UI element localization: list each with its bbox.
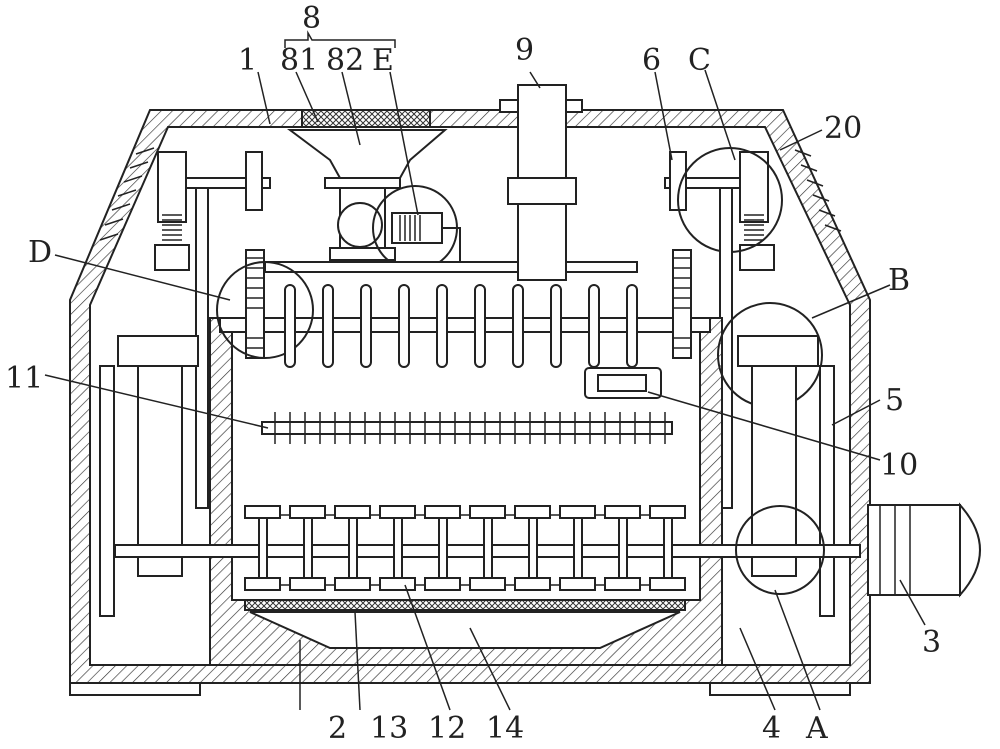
left-small-motor [245,151,263,211]
upper-gear-left [245,249,265,359]
valve-spring [399,215,421,241]
screen-13 [244,599,686,611]
label-81: 81 [280,43,318,78]
valve-motor [337,202,383,248]
drive-box-inner [597,374,647,392]
leader-lines [44,30,926,711]
right-spring [744,214,764,241]
left-spring-base [154,244,190,271]
label-12: 12 [428,711,466,746]
label-20: 20 [824,111,862,146]
label-b: B [888,263,910,298]
left-bearing-block [117,335,199,367]
crushing-teeth [284,284,638,368]
motor-fins [879,505,911,595]
label-2: 2 [328,711,347,746]
label-e: E [372,43,394,78]
hopper-flange [324,177,401,189]
label-5: 5 [885,383,904,418]
label-d: D [28,235,52,270]
label-6: 6 [642,43,661,78]
label-4: 4 [762,711,781,746]
label-1: 1 [238,43,257,78]
hopper-82 [287,129,448,179]
right-foot [709,682,851,696]
right-bearing-block [737,335,819,367]
motor-3 [867,504,961,596]
left-spring [162,214,182,241]
left-post [99,365,115,617]
label-14: 14 [486,711,524,746]
auger-shaft-11 [261,421,673,435]
brush-rollers-12 [244,505,686,591]
motor-endcap [959,502,981,598]
label-13: 13 [370,711,408,746]
right-column-4 [751,365,797,577]
detail-circle-d [216,261,314,359]
label-a: A [805,711,828,746]
label-82: 82 [326,43,364,78]
label-8: 8 [302,1,321,36]
upper-gear-right [672,249,692,359]
label-10: 10 [880,448,918,483]
right-spring-box [739,151,769,223]
detail-circle-a [735,505,825,595]
label-c: C [688,43,711,78]
label-11: 11 [5,361,43,396]
label-3: 3 [922,625,941,660]
left-vents [99,147,155,241]
right-vents-20 [794,149,842,232]
right-post-5 [819,365,835,617]
housing-wall [69,109,871,684]
left-column [137,365,183,577]
left-spring-box [157,151,187,223]
auger-flights [274,412,666,444]
filter-mesh-81 [301,109,431,128]
left-foot [69,682,201,696]
support-plate [264,261,638,273]
trough-14 [249,611,681,649]
label-9: 9 [515,33,534,68]
cylinder-collar [507,177,577,205]
valve-wire [442,227,461,262]
